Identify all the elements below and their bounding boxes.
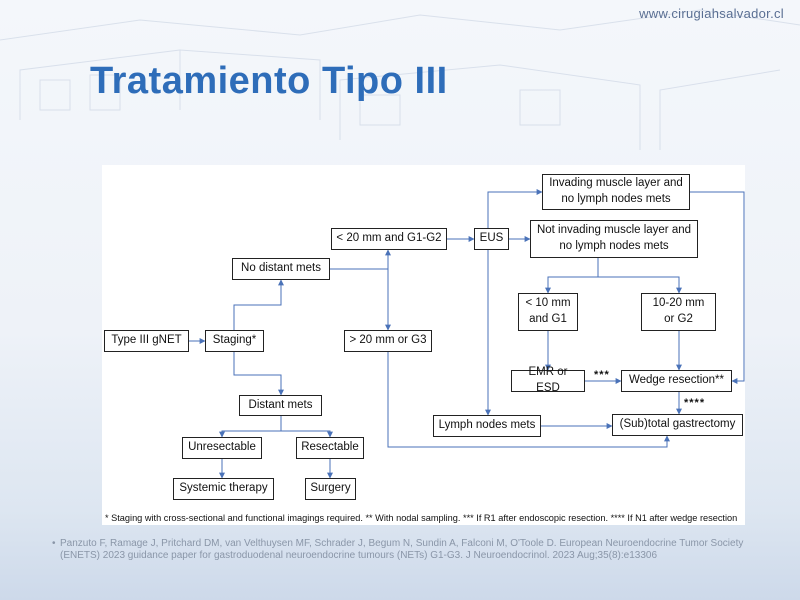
node-gt20-g3: > 20 mm or G3: [344, 330, 432, 352]
connector-lines: [189, 189, 745, 479]
node-unresectable: Unresectable: [182, 437, 262, 459]
node-systemic-therapy: Systemic therapy: [173, 478, 274, 500]
node-eus: EUS: [474, 228, 509, 250]
node-surgery: Surgery: [305, 478, 356, 500]
node-lt20-g1g2: < 20 mm and G1-G2: [331, 228, 447, 250]
reference-citation: • Panzuto F, Ramage J, Pritchard DM, van…: [52, 538, 760, 562]
edge-nodistant-lt20: [330, 249, 391, 270]
edge-notinv-lt10: [545, 258, 599, 294]
node-no-distant-mets: No distant mets: [232, 258, 330, 280]
node-subtotal-gastrectomy: (Sub)total gastrectomy: [612, 414, 743, 436]
site-url[interactable]: www.cirugiahsalvador.cl: [639, 6, 784, 21]
edge-label-r1: ***: [594, 369, 610, 381]
node-lymph-nodes-mets: Lymph nodes mets: [433, 415, 541, 437]
flowchart-figure: Type III gNET Staging* No distant mets D…: [102, 165, 745, 525]
reference-text: Panzuto F, Ramage J, Pritchard DM, van V…: [60, 538, 744, 561]
node-not-invading-muscle: Not invading muscle layer and no lymph n…: [530, 220, 698, 258]
node-type3-gnet: Type III gNET: [104, 330, 189, 352]
bullet-icon: •: [52, 538, 56, 549]
node-resectable: Resectable: [296, 437, 364, 459]
node-invading-muscle: Invading muscle layer and no lymph nodes…: [542, 174, 690, 210]
node-emr-esd: EMR or ESD: [511, 366, 585, 394]
node-wedge-resection: Wedge resection**: [621, 370, 732, 392]
edge-eus-invading: [487, 189, 543, 228]
node-distant-mets: Distant mets: [239, 395, 322, 416]
edge-staging-distant: [233, 352, 284, 396]
edge-label-n1: ****: [684, 397, 706, 409]
background-sketch: [0, 9, 800, 150]
edge-distant-res: [281, 430, 333, 438]
slide-title: Tratamiento Tipo III: [90, 60, 448, 102]
edge-distant-unres: [219, 416, 282, 438]
edge-invading-wedge: [690, 191, 745, 384]
node-10-20-g2: 10-20 mm or G2: [641, 293, 716, 331]
node-staging: Staging*: [205, 330, 264, 352]
edge-staging-nodistant: [233, 279, 284, 330]
figure-footnote: * Staging with cross-sectional and funct…: [105, 513, 738, 523]
edge-notinv-mid: [598, 276, 682, 294]
edge-gt20-gastrectomy: [387, 352, 670, 448]
node-lt10-g1: < 10 mm and G1: [518, 293, 578, 331]
